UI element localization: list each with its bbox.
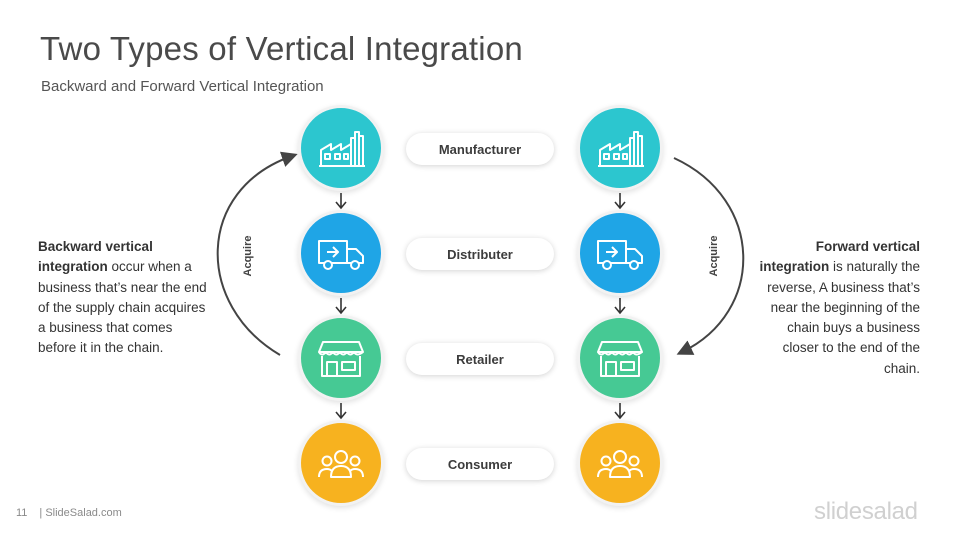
down-arrow-icon xyxy=(614,298,626,315)
right-consumer-circle xyxy=(577,420,663,506)
left-distributer-circle xyxy=(298,210,384,296)
forward-text: is naturally the reverse, A business tha… xyxy=(767,259,920,376)
down-arrow-icon xyxy=(614,193,626,210)
right-retailer-circle xyxy=(577,315,663,401)
truck-icon xyxy=(597,240,643,270)
footer: 11 | SlideSalad.com xyxy=(16,507,122,519)
backward-acquire-label: Acquire xyxy=(242,235,254,277)
page-title: Two Types of Vertical Integration xyxy=(40,30,523,67)
down-arrow-icon xyxy=(335,298,347,315)
page-subtitle: Backward and Forward Vertical Integratio… xyxy=(41,78,324,95)
right-manufacturer-circle xyxy=(577,105,663,191)
brand-logo: slidesalad xyxy=(814,498,918,525)
people-icon xyxy=(597,450,643,478)
backward-term: Backward vertical integration xyxy=(38,239,153,275)
forward-term: Forward vertical integration xyxy=(759,239,920,275)
backward-acquire-arrow xyxy=(216,151,298,356)
left-consumer-circle xyxy=(298,420,384,506)
truck-icon xyxy=(318,240,364,270)
down-arrow-icon xyxy=(335,193,347,210)
factory-icon xyxy=(319,131,365,167)
forward-acquire-arrow xyxy=(673,157,745,355)
left-retailer-circle xyxy=(298,315,384,401)
stage-label-distributer: Distributer xyxy=(406,238,554,270)
people-icon xyxy=(318,450,364,478)
stage-label-retailer: Retailer xyxy=(406,343,554,375)
left-manufacturer-circle xyxy=(298,105,384,191)
right-distributer-circle xyxy=(577,210,663,296)
factory-icon xyxy=(598,131,644,167)
stage-label-manufacturer: Manufacturer xyxy=(406,133,554,165)
store-icon xyxy=(318,341,364,377)
backward-description: Backward vertical integration occur when… xyxy=(38,237,208,359)
page-number: 11 xyxy=(16,507,28,519)
backward-text: occur when a business that’s near the en… xyxy=(38,259,207,356)
stage-label-consumer: Consumer xyxy=(406,448,554,480)
forward-acquire-label: Acquire xyxy=(708,235,720,277)
footer-site: | SlideSalad.com xyxy=(39,507,122,519)
store-icon xyxy=(597,341,643,377)
forward-description: Forward vertical integration is naturall… xyxy=(752,237,920,379)
down-arrow-icon xyxy=(335,403,347,420)
down-arrow-icon xyxy=(614,403,626,420)
